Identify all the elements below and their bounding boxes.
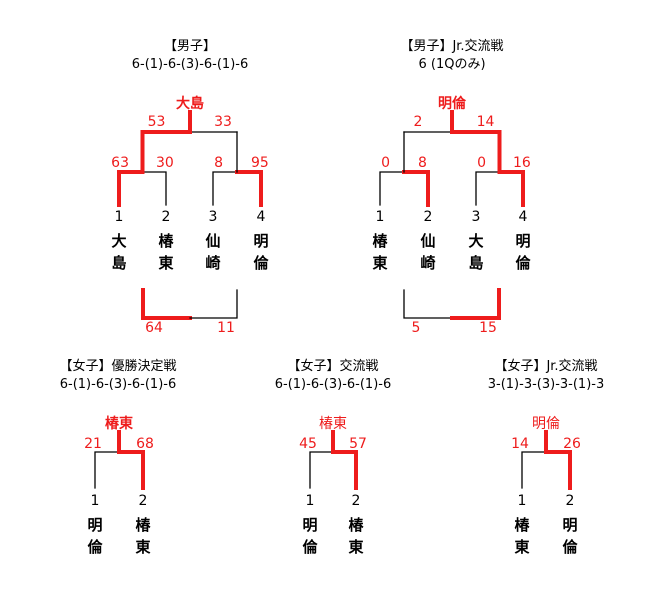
b2-first-score: 0 xyxy=(477,155,486,171)
g2-team-name: 東 xyxy=(348,538,363,556)
g1-team-name: 椿 xyxy=(135,516,151,534)
b1-first-score: 95 xyxy=(251,155,269,171)
b2-team-name: 椿 xyxy=(372,232,388,250)
b1-team-name: 倫 xyxy=(253,254,269,272)
g2-left-line xyxy=(309,451,334,489)
b2-seed: 1 xyxy=(376,209,385,225)
b2-third-score: 5 xyxy=(412,320,421,336)
g1-champion: 椿東 xyxy=(105,415,133,432)
g3-left-line xyxy=(521,451,547,489)
b1-third-right xyxy=(189,289,238,319)
g2-team-name: 椿 xyxy=(348,516,364,534)
g1-subtitle: 6-(1)-6-(3)-6-(1)-6 xyxy=(60,377,176,392)
b1-seed: 1 xyxy=(115,209,124,225)
g1-title: 【女子】優勝決定戦 xyxy=(59,358,176,374)
b2-team-name: 東 xyxy=(372,254,387,272)
b2-team-name: 島 xyxy=(468,254,483,272)
b2-semi-score: 2 xyxy=(414,114,423,130)
g1-team-name: 東 xyxy=(135,538,150,556)
b1-first-round-line xyxy=(117,170,145,207)
b1-third-score: 11 xyxy=(217,320,235,336)
g1-team-name: 明 xyxy=(87,516,102,534)
g2-team-name: 明 xyxy=(302,516,317,534)
b2-first-round-line xyxy=(475,171,501,206)
g2-team-name: 倫 xyxy=(302,538,318,556)
b2-champion: 明倫 xyxy=(438,95,467,112)
b2-semi-score: 14 xyxy=(477,114,495,130)
g1-left-line xyxy=(94,451,120,489)
b1-first-score: 8 xyxy=(214,155,223,171)
b1-third-left xyxy=(141,288,192,320)
b2-title: 【男子】Jr.交流戦 xyxy=(400,38,503,54)
b1-team-name: 崎 xyxy=(205,254,220,272)
g1-team-name: 倫 xyxy=(87,538,103,556)
b2-team-name: 大 xyxy=(468,232,483,250)
g2-subtitle: 6-(1)-6-(3)-6-(1)-6 xyxy=(275,377,391,392)
b2-team-name: 倫 xyxy=(515,254,531,272)
b2-team-name: 明 xyxy=(515,232,530,250)
b1-title: 【男子】 xyxy=(164,39,216,54)
b2-seed: 3 xyxy=(472,209,481,225)
g2-score: 57 xyxy=(349,436,367,452)
g1-seed: 2 xyxy=(139,493,148,509)
b1-team-name: 島 xyxy=(111,254,126,272)
b1-team-name: 東 xyxy=(158,254,173,272)
g1-score: 21 xyxy=(84,436,102,452)
b1-first-round-line xyxy=(141,171,167,206)
b1-seed: 3 xyxy=(209,209,218,225)
b1-team-name: 大 xyxy=(111,232,126,250)
g3-seed: 1 xyxy=(518,493,527,509)
b1-first-score: 30 xyxy=(156,155,174,171)
g3-team-name: 倫 xyxy=(562,538,578,556)
g1-score: 68 xyxy=(136,436,154,452)
b2-third-right xyxy=(450,288,501,320)
g3-champion: 明倫 xyxy=(532,416,560,432)
g3-subtitle: 3-(1)-3-(3)-3-(1)-3 xyxy=(488,377,604,392)
b2-third-left xyxy=(403,289,453,319)
b2-first-round-line xyxy=(497,170,525,207)
g2-score: 45 xyxy=(299,436,317,452)
b1-subtitle: 6-(1)-6-(3)-6-(1)-6 xyxy=(132,57,248,72)
b1-team-name: 椿 xyxy=(158,232,174,250)
b1-semi-score: 53 xyxy=(148,114,166,130)
b1-team-name: 仙 xyxy=(205,232,220,250)
b2-first-round-line xyxy=(402,170,430,207)
g3-score: 26 xyxy=(563,436,581,452)
b2-subtitle: 6 (1Qのみ) xyxy=(418,57,485,72)
b2-first-round-line xyxy=(379,171,405,206)
b1-team-name: 明 xyxy=(253,232,268,250)
g3-score: 14 xyxy=(511,436,529,452)
g2-champion: 椿東 xyxy=(319,416,347,432)
b1-first-score: 63 xyxy=(111,155,129,171)
b2-first-score: 16 xyxy=(513,155,531,171)
b1-seed: 4 xyxy=(257,209,266,225)
b1-semi-score: 33 xyxy=(214,114,232,130)
b2-first-score: 8 xyxy=(418,155,427,171)
g1-seed: 1 xyxy=(91,493,100,509)
g3-team-name: 椿 xyxy=(514,516,530,534)
b2-first-score: 0 xyxy=(381,155,390,171)
g3-seed: 2 xyxy=(566,493,575,509)
g2-right-line xyxy=(331,450,358,490)
b2-third-score: 15 xyxy=(479,320,497,336)
b1-seed: 2 xyxy=(162,209,171,225)
g3-team-name: 明 xyxy=(562,516,577,534)
g3-right-line xyxy=(544,450,572,490)
b1-third-score: 64 xyxy=(145,320,163,336)
b1-champion: 大島 xyxy=(176,95,204,112)
b2-team-name: 仙 xyxy=(420,232,435,250)
b1-first-round-line xyxy=(235,170,263,207)
g1-right-line xyxy=(117,450,145,490)
b2-seed: 4 xyxy=(519,209,528,225)
g3-team-name: 東 xyxy=(514,538,529,556)
g3-title: 【女子】Jr.交流戦 xyxy=(494,358,597,374)
b1-first-round-line xyxy=(212,171,238,206)
g2-seed: 2 xyxy=(352,493,361,509)
b2-team-name: 崎 xyxy=(420,254,435,272)
g2-title: 【女子】交流戦 xyxy=(287,358,378,374)
b2-seed: 2 xyxy=(424,209,433,225)
g2-seed: 1 xyxy=(306,493,315,509)
